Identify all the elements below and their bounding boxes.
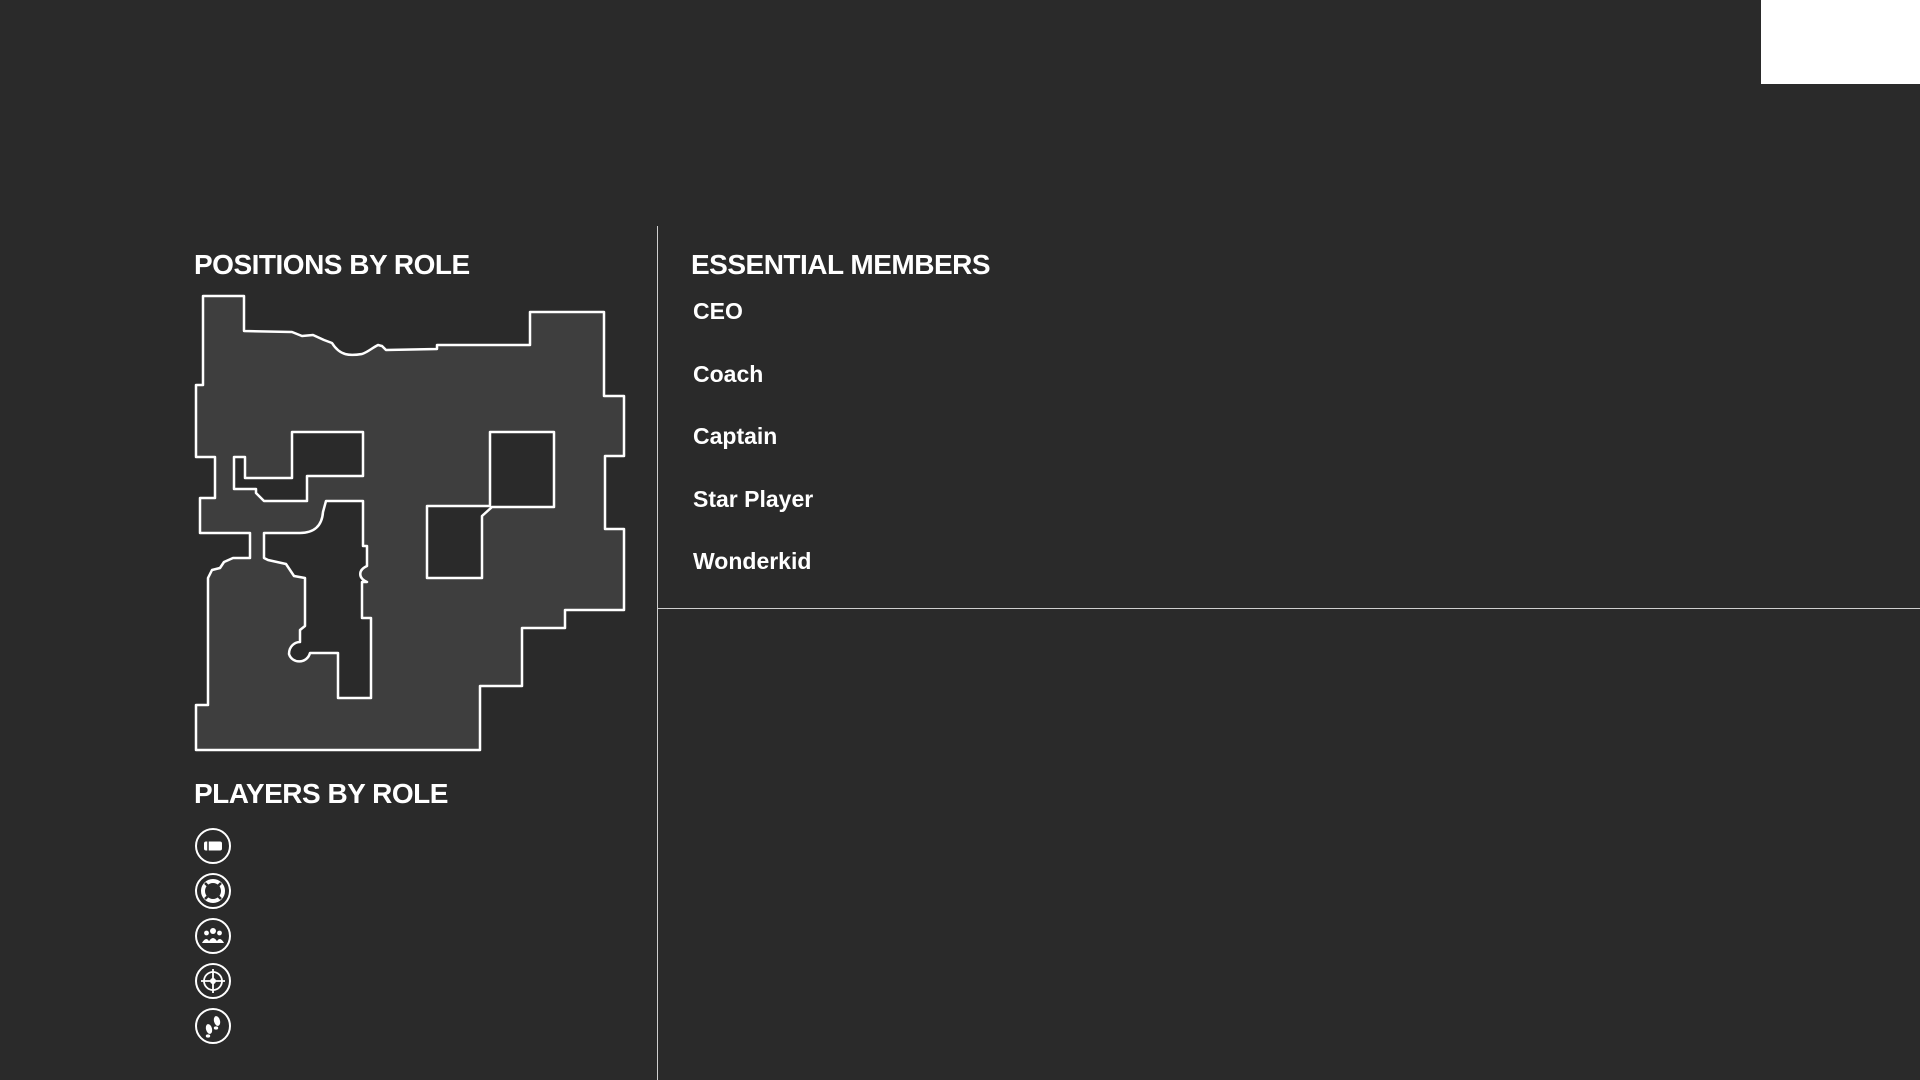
- member-captain[interactable]: Captain: [693, 423, 778, 449]
- member-ceo[interactable]: CEO: [693, 298, 743, 324]
- map-room-right: [425, 430, 556, 580]
- map-floorplan: [194, 294, 626, 752]
- sniper-role-icon[interactable]: [194, 962, 232, 1000]
- map-room-center: [262, 499, 373, 700]
- tank-role-icon[interactable]: [194, 827, 232, 865]
- roles-list: [194, 827, 232, 1052]
- support-role-icon[interactable]: [194, 872, 232, 910]
- essential-members-title: ESSENTIAL MEMBERS: [691, 249, 991, 280]
- horizontal-divider: [657, 608, 1920, 609]
- corner-panel: [1761, 0, 1920, 84]
- member-star-player[interactable]: Star Player: [693, 485, 814, 512]
- team-role-icon[interactable]: [194, 917, 232, 955]
- map-room-upper-left: [232, 430, 365, 503]
- map-outline: [194, 294, 626, 752]
- scout-role-icon[interactable]: [194, 1007, 232, 1045]
- members-list: CEO Coach Captain Star Player Wonderkid: [693, 298, 813, 611]
- member-coach[interactable]: Coach: [693, 360, 764, 387]
- member-wonderkid[interactable]: Wonderkid: [693, 548, 812, 574]
- players-by-role-title: PLAYERS BY ROLE: [194, 778, 448, 809]
- vertical-divider: [657, 226, 658, 1080]
- positions-by-role-title: POSITIONS BY ROLE: [194, 249, 470, 280]
